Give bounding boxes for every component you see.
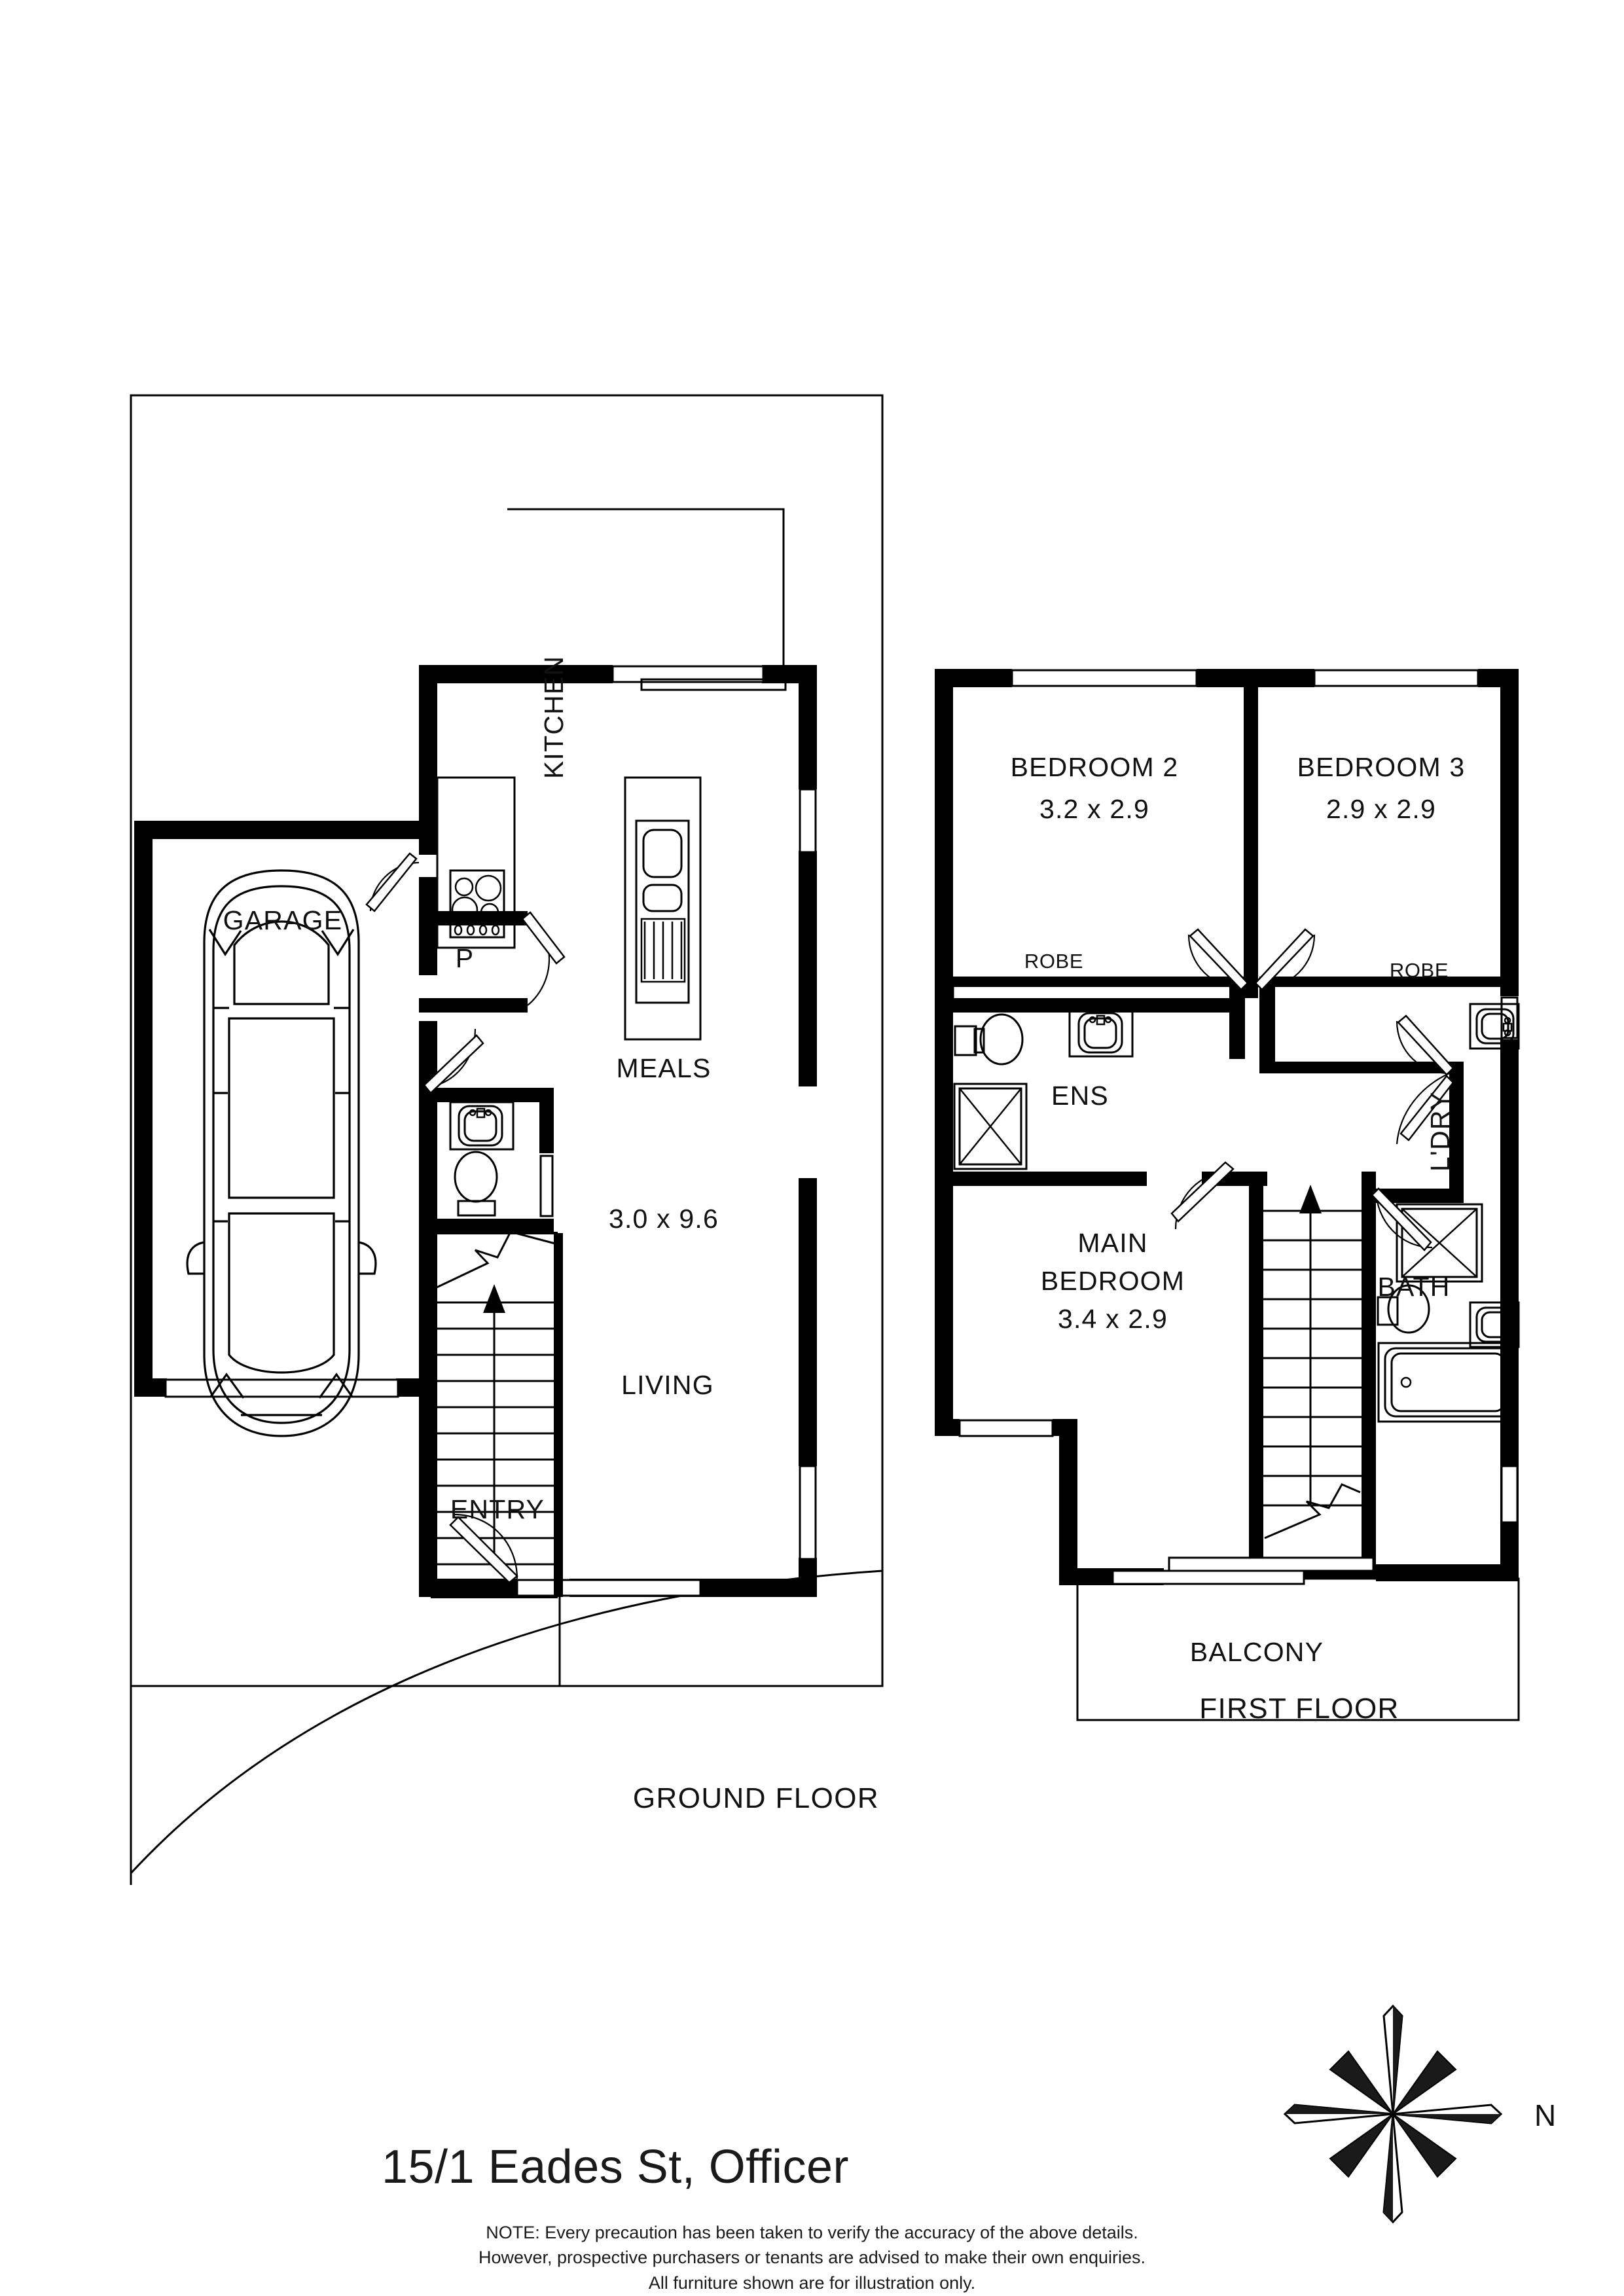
kitchen-benchtop-left [436,776,516,949]
laundry-door-2 [1396,1072,1454,1145]
entry-door [449,1513,518,1584]
balcony-sliding-door [1111,1556,1375,1585]
compass-north-label: N [1534,2098,1556,2132]
pantry-walls [419,911,528,1013]
label-bedroom3-dimensions: 2.9 x 2.9 [1326,794,1436,824]
disclaimer-line-2: However, prospective purchasers or tenan… [478,2248,1146,2268]
bathtub-icon [1377,1342,1519,1423]
garage-door [164,1378,399,1398]
meals-window [799,788,817,853]
bedroom3-door [1254,928,1316,991]
site-boundary [130,394,884,1885]
powder-toilet-icon [454,1151,498,1217]
ground-walls [134,665,817,1597]
first-doors [1170,928,1454,1251]
label-bedroom2-dimensions: 3.2 x 2.9 [1039,794,1149,824]
bath-door [1371,1187,1433,1251]
label-main-bedroom-line1: MAIN [1077,1228,1147,1258]
powder-room-walls [419,1088,554,1232]
bath-window [1500,1465,1519,1524]
kitchen-island [624,776,702,1041]
title-block: 15/1 Eades St, Officer [0,2140,1231,2194]
laundry-door [1396,1014,1454,1076]
label-bath: BATH [1377,1272,1450,1302]
main-bedroom-window [958,1419,1054,1437]
living-window [799,1465,817,1560]
ens-toilet-icon [954,1013,1024,1066]
label-main-bedroom-line2: BEDROOM [1041,1266,1185,1296]
ens-shower-icon [953,1083,1028,1170]
powder-basin-icon [449,1101,514,1151]
label-robe-bedroom3: ROBE [1390,959,1449,982]
rear-slab-outline [507,508,785,674]
stair-up-arrow-first [1299,1185,1322,1505]
ens-door [1170,1161,1235,1230]
pantry-door [521,911,566,1006]
first-windows [958,669,1519,1524]
bath-basin-icon [1469,1301,1520,1348]
powder-door [420,1028,484,1094]
stair-up-arrow [483,1284,505,1568]
bedroom3-window [1313,669,1479,687]
cooktop-icon [449,869,505,939]
bath-shower-icon [1396,1203,1483,1283]
staircase-ground [431,1230,563,1598]
laundry-basin-icon [1469,1003,1520,1050]
caption-ground-floor: GROUND FLOOR [633,1782,879,1814]
balcony-outline [1076,1577,1520,1721]
powder-window [539,1155,554,1217]
ground-doors [365,852,566,1584]
ens-basin-icon [1068,1008,1134,1058]
disclaimer-line-1: NOTE: Every precaution has been taken to… [486,2223,1138,2242]
bath-toilet-icon [1377,1284,1430,1334]
label-meals-dimensions: 3.0 x 9.6 [609,1204,719,1234]
label-robe-bedroom2: ROBE [1024,950,1083,973]
disclaimer: NOTE: Every precaution has been taken to… [0,2220,1624,2295]
bedroom2-window [1011,669,1198,687]
label-bedroom3: BEDROOM 3 [1297,752,1466,782]
living-front-window [516,1579,702,1597]
garage-internal-door [365,852,420,912]
car-icon [186,869,377,1437]
label-laundry: L'DRY [1425,1092,1455,1172]
bedroom2-door [1187,928,1249,991]
label-bedroom2: BEDROOM 2 [1011,752,1179,782]
compass-rose: N [1283,2004,1556,2224]
disclaimer-line-3: All furniture shown are for illustration… [648,2272,976,2293]
staircase-first [1263,1185,1362,1539]
caption-first-floor: FIRST FLOOR [1199,1693,1399,1725]
label-pantry: P [456,943,475,973]
page-title: 15/1 Eades St, Officer [381,2141,850,2193]
ground-windows [164,665,817,1597]
kitchen-sink-icon [635,819,690,1004]
ground-floor-plan: GARAGE KITCHEN P MEALS 3.0 x 9.6 LIVING … [130,394,884,1885]
label-living: LIVING [621,1370,714,1400]
label-balcony: BALCONY [1190,1637,1324,1667]
label-meals: MEALS [617,1053,712,1083]
label-ensuite: ENS [1051,1081,1109,1111]
first-floor-plan: BEDROOM 2 3.2 x 2.9 BEDROOM 3 2.9 x 2.9 … [935,669,1520,1725]
label-entry: ENTRY [450,1494,545,1524]
label-garage: GARAGE [223,905,343,935]
label-main-bedroom-dimensions: 3.4 x 2.9 [1058,1304,1168,1334]
label-kitchen: KITCHEN [539,656,569,779]
